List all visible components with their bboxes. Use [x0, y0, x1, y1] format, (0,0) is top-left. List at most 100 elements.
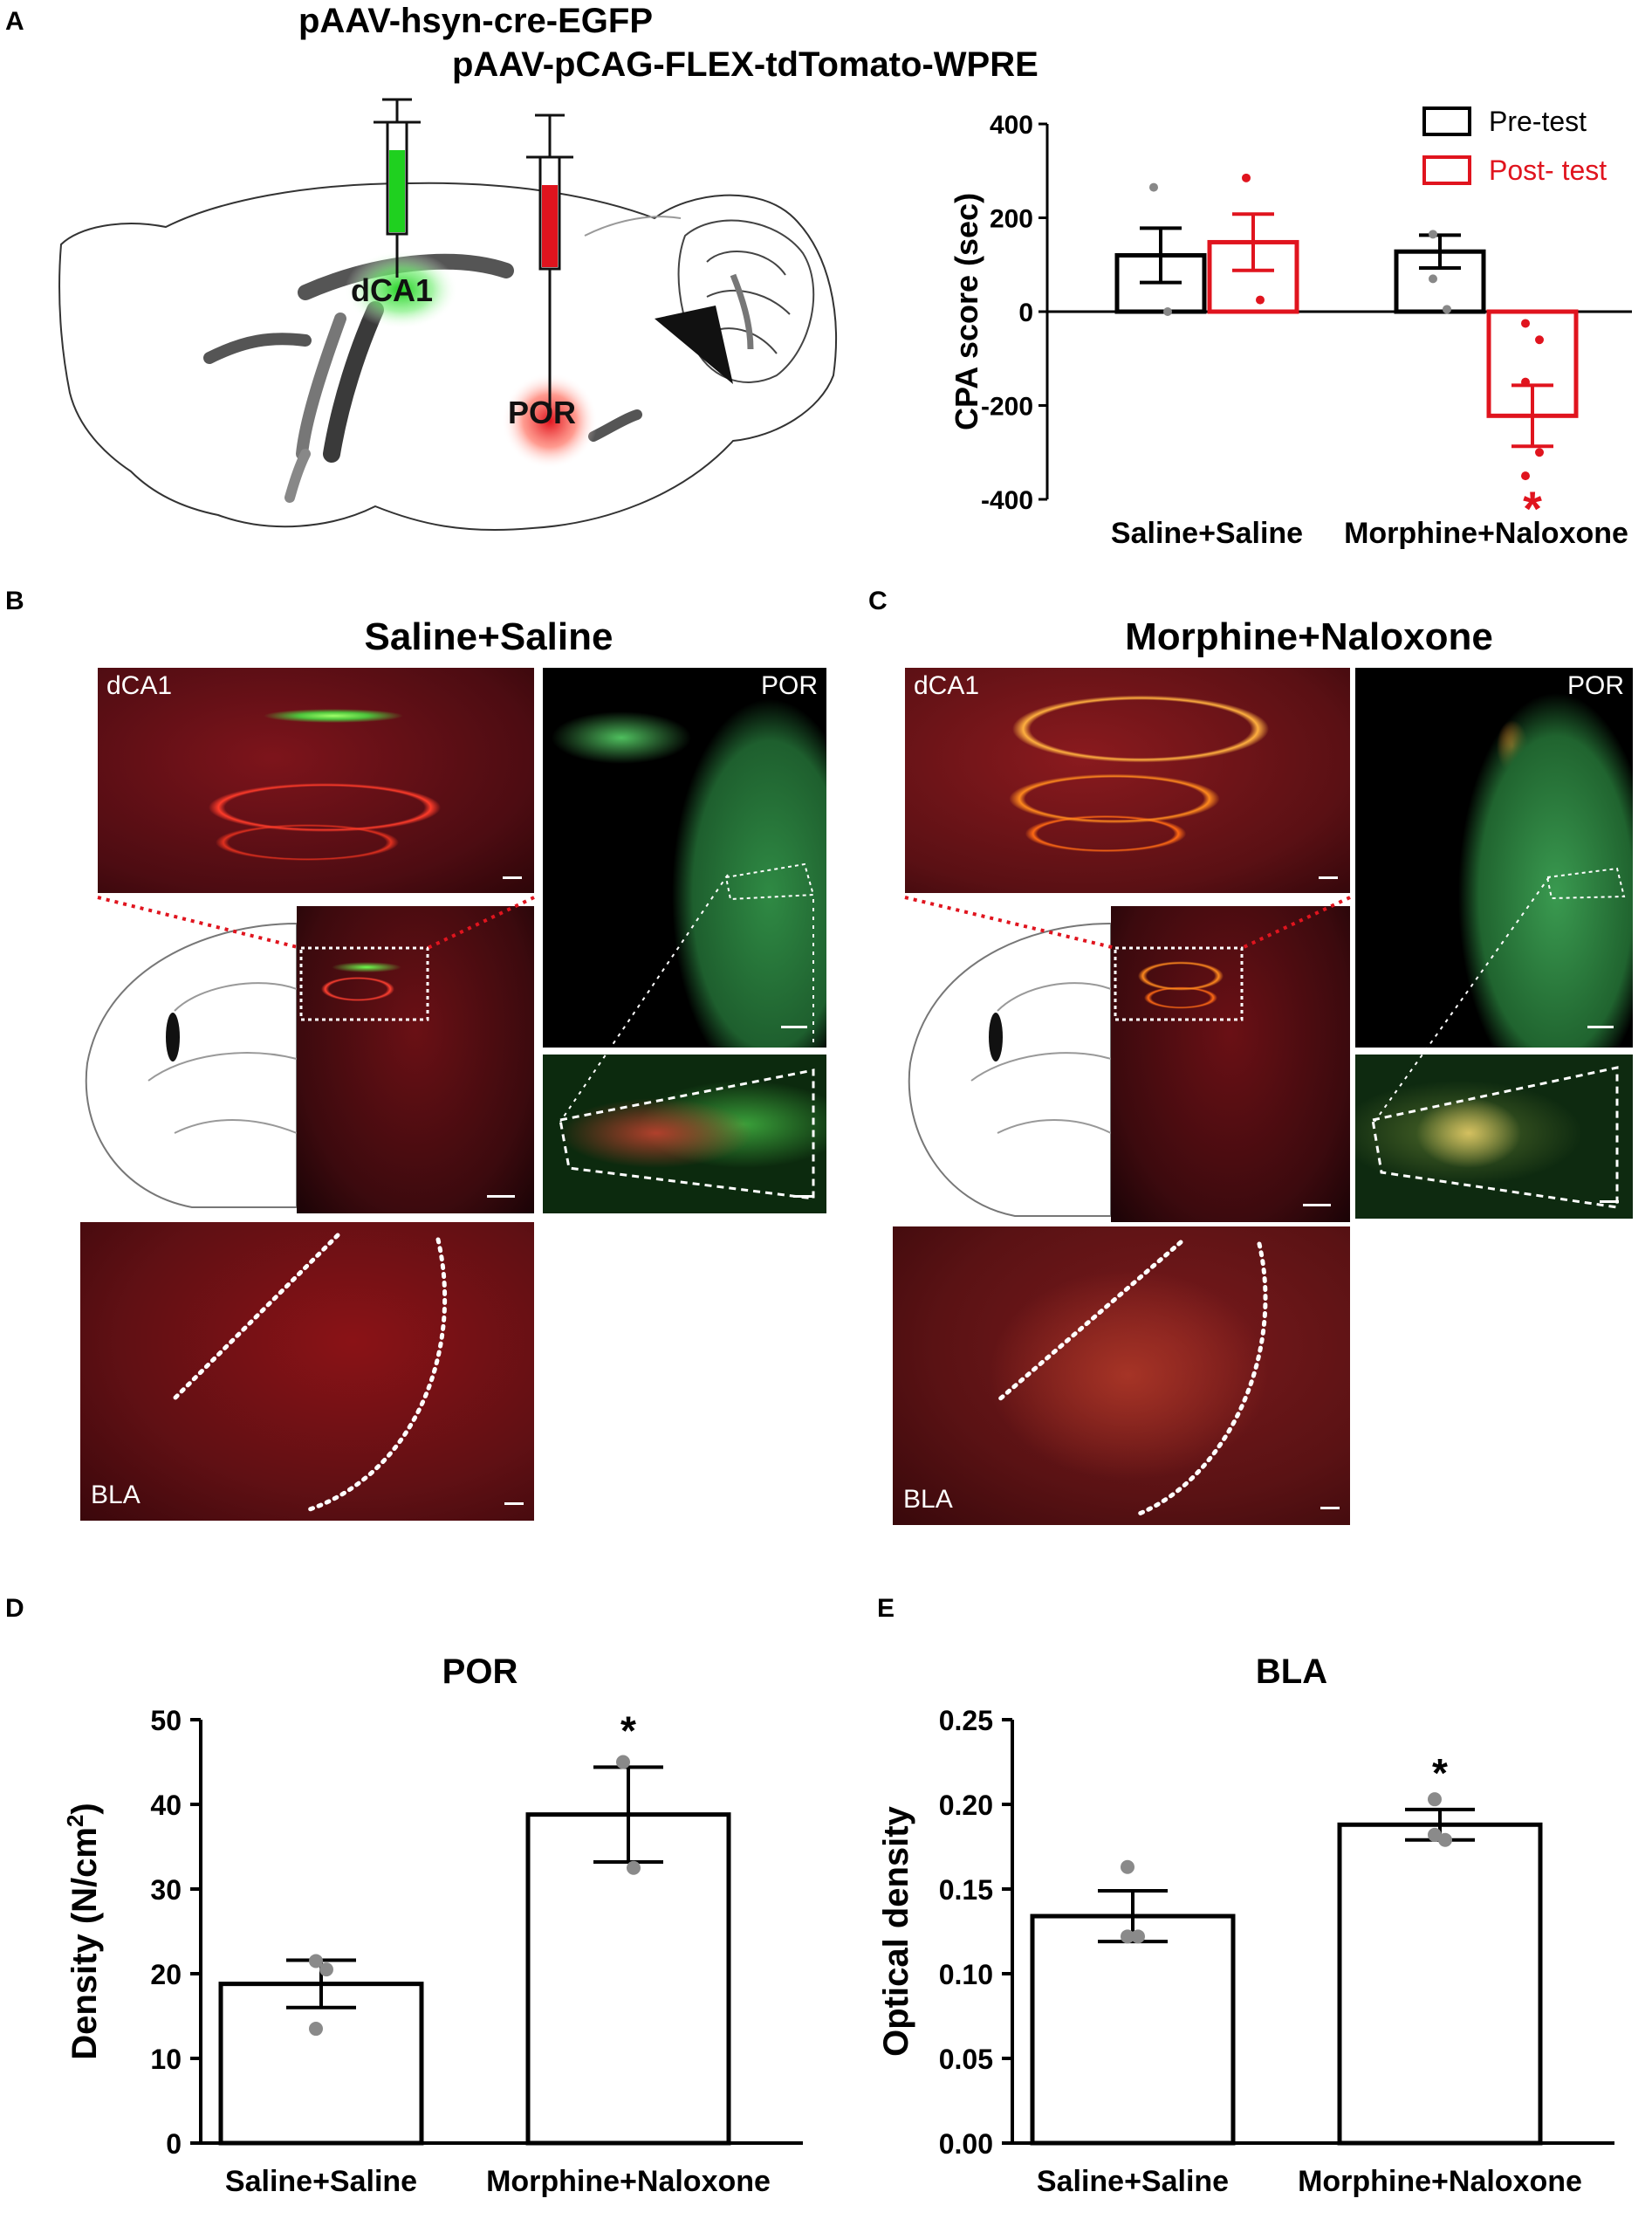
b-por-inset-micrograph	[543, 1055, 826, 1213]
b-bla-boundary	[169, 1233, 448, 1513]
cerebellum	[677, 219, 815, 383]
scale-bar	[487, 1195, 515, 1198]
y-tick-label: 40	[150, 1790, 182, 1821]
data-point	[1256, 295, 1265, 305]
y-tick-label: 400	[990, 111, 1033, 140]
dca1-glow	[345, 251, 458, 329]
data-point	[1521, 319, 1530, 328]
panel-label-c: C	[868, 587, 888, 615]
b-coronal-fluor	[297, 906, 534, 1213]
data-point	[1429, 230, 1437, 239]
c-por-micrograph: POR	[1355, 668, 1633, 1048]
data-point	[627, 1860, 641, 1875]
data-point	[1131, 1929, 1145, 1944]
scale-bar	[1320, 1507, 1340, 1509]
significance-star: *	[620, 1707, 636, 1753]
scale-bar	[793, 1195, 812, 1198]
data-point	[1521, 471, 1530, 481]
panel-b-title: Saline+Saline	[364, 615, 614, 658]
c-dca1-label: dCA1	[914, 671, 980, 700]
data-point	[1163, 307, 1172, 316]
y-tick-label: 0	[166, 2128, 182, 2160]
y-tick-label: 30	[150, 1874, 182, 1906]
y-tick-label: 0.25	[939, 1705, 993, 1736]
c-atlas-outline	[908, 922, 1112, 1217]
y-tick-label: 10	[150, 2044, 182, 2075]
scale-bar	[504, 1502, 524, 1505]
b-bla-label: BLA	[91, 1481, 141, 1509]
panel-c-title: Morphine+Naloxone	[1125, 615, 1493, 658]
y-tick-label: 0.10	[939, 1959, 993, 1990]
data-point	[1443, 305, 1451, 314]
c-coronal-section	[893, 906, 1350, 1222]
syringe-green-fill	[389, 150, 405, 232]
data-point	[309, 1954, 323, 1968]
x-category-label: Morphine+Naloxone	[1298, 2165, 1582, 2198]
y-tick-label: 0.20	[939, 1790, 993, 1821]
data-point	[1242, 173, 1251, 182]
construct-egfp: pAAV-hsyn-cre-EGFP	[298, 2, 653, 40]
y-tick-label: -400	[981, 486, 1033, 515]
scale-bar	[1303, 1204, 1331, 1206]
data-point	[1438, 1832, 1452, 1847]
y-tick-label: 20	[150, 1959, 182, 1990]
data-point	[309, 2022, 323, 2037]
b-por-label: POR	[760, 671, 818, 700]
scale-bar	[1319, 876, 1338, 879]
y-tick-label: 50	[150, 1705, 182, 1736]
scale-bar	[781, 1026, 807, 1028]
c-por-inset-box	[1546, 867, 1626, 900]
c-por-label: POR	[1566, 671, 1624, 700]
c-por-inset-micrograph	[1355, 1055, 1633, 1219]
b-dca1-label: dCA1	[106, 671, 173, 700]
y-axis-label: Density (N/cm2)	[62, 1803, 104, 2060]
panel-label-a: A	[5, 7, 24, 36]
legend-label: Pre-test	[1489, 106, 1587, 137]
data-point	[1429, 274, 1437, 284]
c-bla-micrograph: BLA	[893, 1226, 1350, 1525]
b-bla-micrograph: BLA	[80, 1222, 534, 1521]
y-tick-label: -200	[981, 393, 1033, 422]
chart-title: POR	[442, 1652, 518, 1691]
scale-bar	[1600, 1200, 1619, 1203]
y-axis-label: CPA score (sec)	[949, 193, 984, 430]
b-por-micrograph: POR	[543, 668, 826, 1048]
por-glow	[502, 373, 598, 469]
c-bla-boundary	[995, 1240, 1268, 1517]
bar	[218, 1982, 424, 2146]
x-category-label: Saline+Saline	[225, 2165, 417, 2198]
b-por-inset-outline	[559, 1068, 815, 1200]
c-dca1-inset-box	[1114, 946, 1244, 1021]
brain-schematic	[58, 98, 837, 531]
data-point	[1149, 182, 1158, 192]
panel-label-b: B	[5, 587, 24, 615]
y-tick-label: 0.05	[939, 2044, 993, 2075]
data-point	[1428, 1827, 1442, 1842]
data-point	[616, 1755, 630, 1769]
brain-label-dca1: dCA1	[351, 272, 434, 308]
scale-bar	[1587, 1026, 1614, 1028]
x-category-label: Saline+Saline	[1111, 517, 1303, 550]
data-point	[1121, 1859, 1134, 1874]
scale-bar	[503, 876, 522, 879]
significance-star: *	[1432, 1750, 1448, 1796]
y-tick-label: 0	[1018, 299, 1033, 327]
panel-label-e: E	[877, 1594, 895, 1623]
data-point	[319, 1962, 333, 1977]
legend-swatch	[1422, 106, 1471, 136]
y-tick-label: 0.00	[939, 2128, 993, 2160]
data-point	[1121, 1929, 1134, 1944]
c-bla-label: BLA	[903, 1485, 953, 1514]
x-category-label: Morphine+Naloxone	[486, 2165, 771, 2198]
c-coronal-fluor	[1111, 906, 1350, 1222]
data-point	[1521, 377, 1530, 387]
x-category-label: Morphine+Naloxone	[1344, 517, 1628, 550]
construct-tdtomato: pAAV-pCAG-FLEX-tdTomato-WPRE	[452, 45, 1038, 84]
data-point	[1428, 1792, 1442, 1807]
panel-label-d: D	[5, 1594, 24, 1623]
b-dca1-inset-box	[299, 946, 429, 1021]
data-point	[1535, 448, 1544, 457]
